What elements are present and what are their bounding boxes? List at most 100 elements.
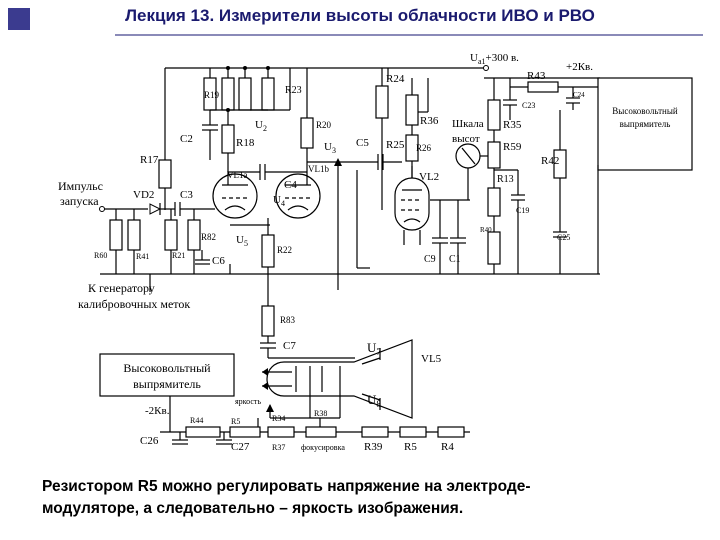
caption-line-2: модуляторе, а следовательно – яркость из…	[42, 500, 464, 517]
slide-caption: Резистором R5 можно регулировать напряже…	[42, 476, 702, 520]
label-C25: C25	[557, 233, 570, 242]
label-VL1b: VL1b	[308, 164, 329, 174]
supply-rail	[164, 65, 600, 160]
label-C1: C1	[449, 254, 461, 265]
label-R44: R44	[190, 416, 203, 425]
label-R41: R41	[136, 252, 149, 261]
label-U4: U4	[273, 194, 285, 208]
hv-rectifier-top-line2: выпрямитель	[620, 119, 671, 129]
resistor-R24	[375, 68, 389, 210]
label-R17: R17	[140, 154, 159, 166]
hv-rectifier-bottom	[99, 353, 235, 418]
label-plus-2kv: +2Кв.	[566, 61, 593, 73]
label-focus: фокусировка	[301, 443, 345, 452]
label-ua1: Ua1+300 в.	[470, 52, 519, 66]
label-R37: R37	[272, 443, 285, 452]
caption-line-1: Резистором R5 можно регулировать напряже…	[42, 478, 531, 495]
label-R5b: R5	[404, 441, 417, 453]
label-R36: R36	[420, 115, 439, 127]
label-R5a: R5	[231, 417, 240, 426]
label-R39: R39	[364, 441, 383, 453]
label-R22: R22	[277, 245, 292, 255]
label-pulse-2: запуска	[60, 194, 99, 208]
label-R25: R25	[386, 139, 405, 151]
resistor-R42	[553, 110, 567, 274]
resistor-column-R35-R40	[487, 78, 525, 274]
label-VL2: VL2	[419, 171, 439, 183]
label-U8: U8	[367, 392, 381, 409]
label-C5: C5	[356, 137, 369, 149]
label-C27: C27	[231, 441, 250, 453]
label-R20: R20	[316, 120, 332, 130]
label-C6: C6	[212, 255, 225, 267]
label-R60: R60	[94, 251, 107, 260]
slide-title: Лекция 13. Измерители высоты облачности …	[125, 6, 595, 25]
capacitor-C4	[228, 164, 307, 180]
label-R43: R43	[527, 70, 546, 82]
label-brightness: яркость	[235, 397, 261, 406]
resistor-R22	[230, 218, 275, 300]
tube-VL1b	[275, 173, 321, 219]
label-C26: C26	[140, 435, 159, 447]
focus-brightness-divider	[160, 404, 470, 445]
label-C3: C3	[180, 189, 193, 201]
label-R38: R38	[314, 409, 327, 418]
label-scale-1: Шкала	[452, 118, 484, 130]
label-R24: R24	[386, 73, 405, 85]
label-R83: R83	[280, 315, 296, 325]
label-marks-2: калибровочных меток	[78, 297, 190, 311]
label-C19: C19	[516, 206, 529, 215]
label-R35: R35	[503, 119, 522, 131]
label-R40: R40	[480, 226, 492, 234]
hv-rectifier-bottom-line1: Высоковольтный	[123, 361, 211, 375]
label-C24: C24	[573, 91, 585, 99]
resistor-R17	[158, 159, 172, 210]
resistor-R20	[250, 68, 314, 175]
title-underline	[115, 34, 703, 36]
resistor-R18	[221, 110, 235, 175]
resistor-R36	[405, 78, 429, 178]
label-R26: R26	[416, 143, 432, 153]
label-R18: R18	[236, 137, 255, 149]
label-R42: R42	[541, 155, 559, 167]
label-R82: R82	[201, 232, 216, 242]
resistor-R19-group	[203, 66, 275, 112]
resistor-R83	[260, 300, 355, 359]
label-VD2: VD2	[133, 189, 154, 201]
label-C4: C4	[284, 179, 297, 191]
label-U2: U2	[255, 119, 267, 133]
label-marks-1: К генератору	[88, 281, 155, 295]
hv-rectifier-top-line1: Высоковольтный	[612, 106, 678, 116]
label-VL1a: VL1a	[227, 170, 248, 180]
label-R59: R59	[503, 141, 522, 153]
label-R13: R13	[497, 174, 514, 185]
tube-VL2	[394, 166, 430, 245]
label-R19: R19	[204, 90, 220, 100]
label-R21: R21	[172, 251, 185, 260]
label-C23: C23	[522, 101, 535, 110]
height-scale-meter	[455, 143, 494, 200]
label-C2: C2	[180, 133, 193, 145]
label-VL5: VL5	[421, 353, 442, 365]
label-U7: U7	[367, 340, 381, 357]
input-section	[99, 202, 215, 292]
label-R34: R34	[272, 414, 285, 423]
label-R23: R23	[285, 85, 302, 96]
resistor-R43	[510, 81, 600, 110]
label-U3: U3	[324, 141, 336, 155]
crt-tube-VL5	[262, 339, 413, 419]
label-scale-2: высот	[452, 133, 480, 145]
title-accent-square	[8, 8, 30, 30]
hv-rectifier-top	[597, 77, 693, 274]
ground-rail	[100, 264, 600, 275]
label-R4: R4	[441, 441, 454, 453]
capacitors-C9-C1	[430, 199, 470, 274]
label-C9: C9	[424, 254, 436, 265]
label-U5: U5	[236, 234, 248, 248]
label-pulse-1: Импульс	[58, 179, 103, 193]
label-minus-2kv: -2Кв.	[145, 405, 170, 417]
tube-VL1a	[212, 173, 258, 219]
capacitor-C2	[202, 110, 218, 160]
hv-rectifier-bottom-line2: выпрямитель	[133, 377, 201, 391]
